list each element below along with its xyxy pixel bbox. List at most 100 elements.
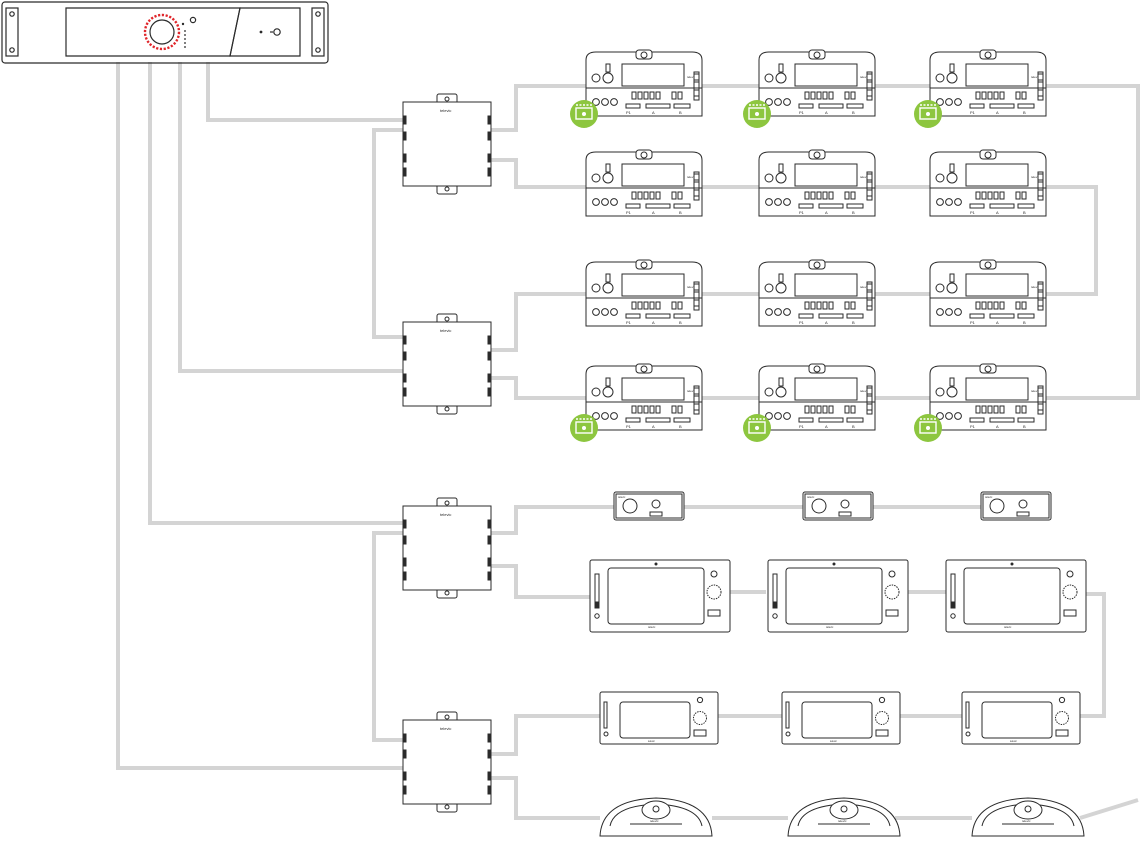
touch-delegate-unit: televic [961,691,1081,745]
desk-brand: televic [1031,75,1040,79]
cable-large-end-touch [1080,592,1106,718]
mini-delegate-unit: televic [613,491,685,521]
key-bar [1017,313,1035,319]
headphone-jack-icon [189,16,197,24]
speak-key [838,511,852,517]
desk-key-label: A [652,210,655,215]
cable-hub-2-row-4 [491,376,586,400]
port-icon [487,387,492,397]
side-key [1037,291,1044,299]
touch-unit-brand: televic [826,625,834,629]
desk-brand: televic [860,389,869,393]
port-icon [402,733,407,743]
side-key [1037,299,1044,307]
microphone-grille-icon [989,498,1005,514]
center-button [840,805,848,813]
desk-key-label: P1 [799,110,805,115]
volume-knob-icon [775,72,787,84]
function-button [765,412,773,420]
camera-lens-icon [984,261,992,269]
dome-unit-brand: televic [838,819,847,823]
preset-key [850,301,856,310]
large-touch-unit: televic [945,559,1087,633]
desk-key-label: A [825,210,828,215]
touch-screen [963,567,1061,625]
function-button [774,98,782,106]
function-button [945,412,953,420]
function-button [954,412,962,420]
side-key [866,299,873,307]
camera-lens-icon [813,365,821,373]
key-bar [645,417,671,423]
speak-key [1055,729,1069,737]
channel-key [778,63,784,73]
cable-hub-1-row-2 [491,158,586,189]
desk-brand: televic [687,389,696,393]
port-icon [402,519,407,529]
volume-knob-icon [946,282,958,294]
desk-key-label: B [679,320,682,325]
mount-hole-icon [444,186,450,192]
port-icon [487,535,492,545]
function-button [592,412,600,420]
rack-screw-icon [9,11,15,17]
preset-key [987,405,993,414]
side-key [1037,395,1044,403]
video-camera-icon [914,100,942,128]
desk-key-label: P1 [626,424,632,429]
touch-delegate-unit: televic [781,691,901,745]
preset-key [844,91,850,100]
preset-key [999,405,1005,414]
mini-delegate-unit: televic [980,491,1052,521]
preset-key [816,91,822,100]
volume-knob-icon [935,283,945,293]
touch-screen [801,701,873,739]
speak-key [885,609,899,617]
desk-display [965,377,1029,401]
touch-screen [981,701,1053,739]
preset-key [850,91,856,100]
preset-key [822,191,828,200]
channel-key [605,63,611,73]
key-bar [625,313,641,319]
function-button [592,98,600,106]
function-button [954,308,962,316]
rack-screw-icon [9,47,15,53]
volume-knob-icon [602,72,614,84]
port-icon [487,167,492,177]
speak-key [707,609,721,617]
preset-key [844,405,850,414]
request-button [651,499,661,509]
channel-key [949,63,955,73]
preset-key [655,301,661,310]
desk-display [794,273,858,297]
preset-key [1021,405,1027,414]
volume-knob-icon [602,282,614,294]
side-key [1037,283,1044,291]
key-bar [969,103,985,109]
key-bar [798,103,814,109]
preset-key [987,91,993,100]
function-button [783,198,791,206]
preset-key [850,191,856,200]
desk-key-label: B [1023,210,1026,215]
function-button [936,308,944,316]
preset-key [844,191,850,200]
mount-hole-icon [444,804,450,810]
desk-key-label: P1 [970,320,976,325]
preset-key [643,405,649,414]
mount-hole-icon [444,316,450,322]
function-button [601,98,609,106]
preset-key [637,405,643,414]
volume-knob-icon [764,73,774,83]
side-key [693,173,700,181]
preset-key [631,301,637,310]
preset-key [631,191,637,200]
cable-hub-2-row-3 [491,292,586,352]
key-bar [846,313,864,319]
side-key [693,89,700,97]
